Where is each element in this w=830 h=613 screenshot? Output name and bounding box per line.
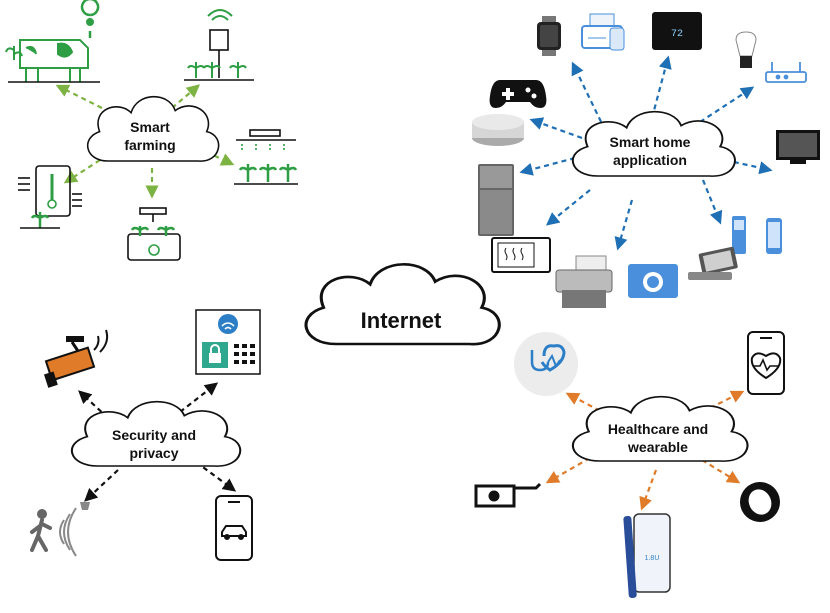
camera-icon: [628, 264, 678, 298]
smartwatch-icon: [537, 16, 561, 56]
irrigation-sprinkler-icon: [234, 129, 298, 185]
smarthome-arrows: [519, 55, 773, 251]
security-arrows: [78, 382, 237, 502]
internet-label: Internet: [361, 308, 442, 333]
fax-machine-icon: [581, 13, 625, 51]
heart-stethoscope-icon: [514, 332, 578, 396]
cctv-camera-icon: [43, 329, 109, 388]
game-controller-icon: [489, 80, 547, 108]
television-icon: [776, 130, 820, 164]
healthcare-label-line2: wearable: [627, 439, 688, 455]
thermostat-icon: 72: [652, 12, 702, 50]
svg-text:72: 72: [671, 29, 683, 40]
security-label-line1: Security and: [112, 427, 196, 443]
security-label-line2: privacy: [129, 445, 178, 461]
refrigerator-icon: [478, 164, 514, 236]
farming-label-line2: farming: [124, 137, 175, 153]
healthcare-label-line1: Healthcare and: [608, 421, 708, 437]
weather-sensor-icon: [184, 9, 254, 81]
soil-thermometer-icon: [18, 165, 82, 229]
motion-sensor-person-icon: [30, 502, 90, 557]
smarthome-label-line2: application: [613, 152, 687, 168]
hydroponic-plant-icon: [127, 207, 181, 261]
insulin-pen-app-icon: 1.8U: [623, 513, 671, 598]
smart-door-lock-icon: [195, 309, 261, 375]
smart-bulb-icon: [735, 31, 757, 68]
phone-heart-monitor-icon: [747, 331, 785, 395]
healthcare-arrows: [545, 390, 745, 511]
mobile-phones-icon: [732, 216, 782, 254]
smartphone-car-app-icon: [215, 495, 253, 561]
smart-glasses-icon: [474, 482, 542, 508]
smart-ring-icon: [740, 482, 780, 522]
svg-text:1.8U: 1.8U: [645, 555, 660, 562]
livestock-tracking-icon: [5, 0, 100, 83]
printer-icon: [555, 255, 613, 308]
smarthome-label-line1: Smart home: [610, 134, 691, 150]
smart-speaker-icon: [472, 114, 524, 146]
laptop-icon: [688, 246, 738, 280]
microwave-icon: [491, 237, 551, 273]
farming-label-line1: Smart: [130, 119, 170, 135]
wifi-router-icon: [765, 62, 807, 83]
